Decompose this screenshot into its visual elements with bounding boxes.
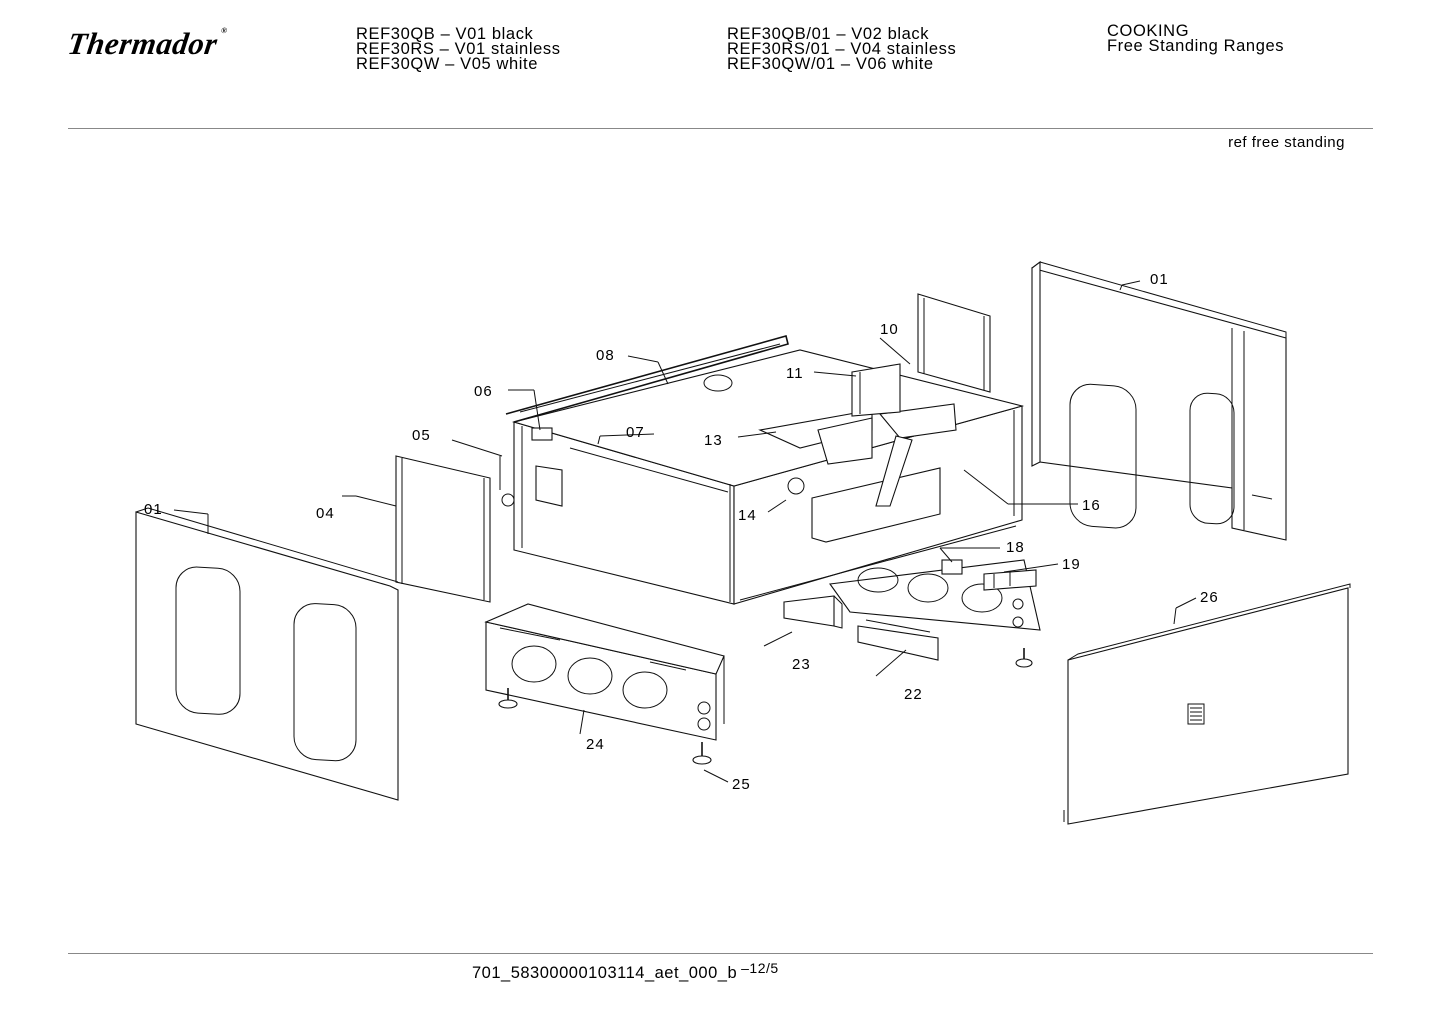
callout-01-left: 01 xyxy=(144,501,163,518)
callout-10: 10 xyxy=(880,321,899,338)
component-18 xyxy=(941,559,963,575)
model-line: REF30RS – V01 stainless xyxy=(356,40,561,58)
model-line: REF30QB – V01 black xyxy=(356,25,534,43)
callout-14: 14 xyxy=(738,507,757,524)
callout-18: 18 xyxy=(1006,539,1025,556)
rear-panel xyxy=(917,293,991,393)
bracket-22 xyxy=(857,619,939,661)
leveling-foot-rear xyxy=(1015,648,1033,668)
page-number: –12/5 xyxy=(741,960,779,976)
left-inner-panel xyxy=(395,455,491,603)
left-side-panel xyxy=(135,507,399,801)
document-id: 701_58300000103114_aet_000_b xyxy=(472,964,738,982)
section-label: ref free standing xyxy=(1228,134,1345,151)
right-side-panel xyxy=(1031,260,1287,541)
model-line: REF30QW/01 – V06 white xyxy=(727,55,934,73)
callout-08: 08 xyxy=(596,347,615,364)
leveling-foot-left xyxy=(498,688,518,709)
callout-07: 07 xyxy=(626,424,645,441)
model-line: REF30QW – V05 white xyxy=(356,55,538,73)
callout-06: 06 xyxy=(474,383,493,400)
lower-base-rear xyxy=(829,559,1041,631)
model-line: REF30QB/01 – V02 black xyxy=(727,25,930,43)
callout-22: 22 xyxy=(904,686,923,703)
model-list-left: REF30QB – V01 black REF30RS – V01 stainl… xyxy=(356,25,561,73)
callout-19: 19 xyxy=(1062,556,1081,573)
footer-divider xyxy=(68,953,1373,954)
bracket-23 xyxy=(783,595,843,629)
component-19 xyxy=(983,569,1037,591)
callout-25: 25 xyxy=(732,776,751,793)
hinge-bracket xyxy=(499,427,553,507)
footer: 701_58300000103114_aet_000_b–12/5 xyxy=(472,960,779,983)
category-title: COOKING xyxy=(1107,22,1190,40)
vent-shield xyxy=(851,363,901,417)
category-subtitle: Free Standing Ranges xyxy=(1107,37,1285,55)
callout-11: 11 xyxy=(786,365,804,382)
callout-26: 26 xyxy=(1200,589,1219,606)
model-list-right: REF30QB/01 – V02 black REF30RS/01 – V04 … xyxy=(727,25,957,73)
toe-kick-front xyxy=(484,603,725,741)
callout-05: 05 xyxy=(412,427,431,444)
callout-01-right: 01 xyxy=(1150,271,1169,288)
leveling-foot-right xyxy=(692,742,712,765)
model-line: REF30RS/01 – V04 stainless xyxy=(727,40,957,58)
callout-13: 13 xyxy=(704,432,723,449)
back-panel xyxy=(1063,583,1351,825)
callout-23: 23 xyxy=(792,656,811,673)
category-block: COOKING Free Standing Ranges xyxy=(1107,22,1285,55)
callout-24: 24 xyxy=(586,736,605,753)
header-divider xyxy=(68,128,1373,129)
leader-lines xyxy=(173,280,1197,783)
callout-04: 04 xyxy=(316,505,335,522)
callout-16: 16 xyxy=(1082,497,1101,514)
